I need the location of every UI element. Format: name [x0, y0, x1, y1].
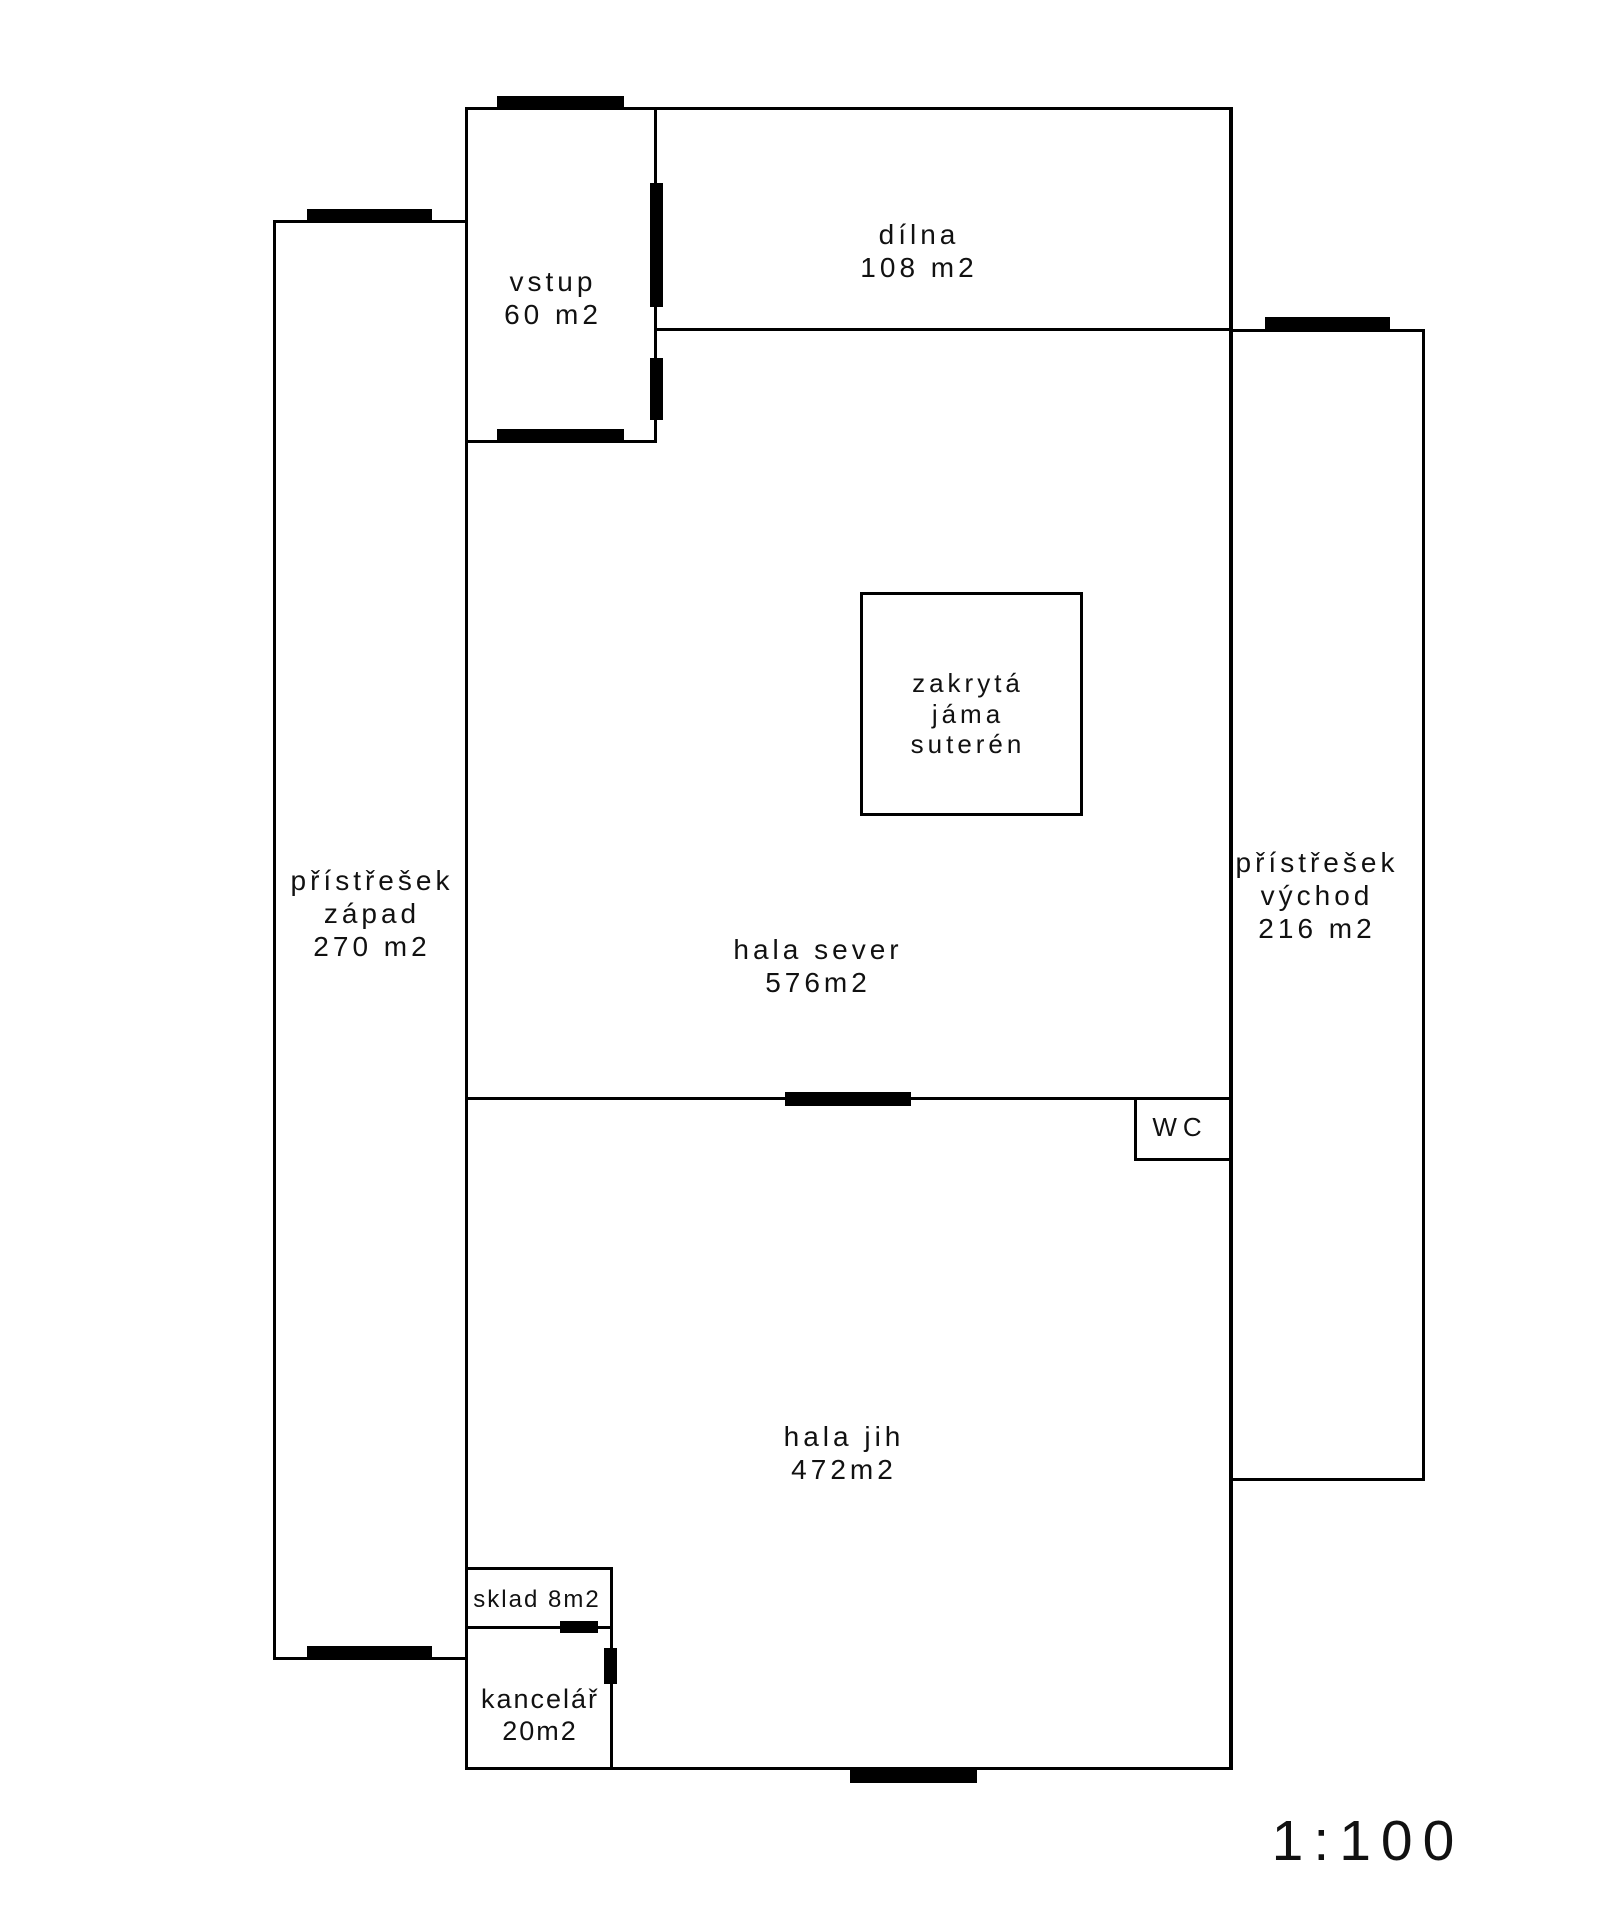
wall-main-bottom [465, 1767, 1233, 1770]
shelter-line1: přístřešek [1235, 847, 1399, 878]
shelter-line2: západ [323, 898, 421, 930]
door-main-bottom [850, 1769, 977, 1783]
door-vstup-bottom [497, 429, 624, 442]
wall-east-shelter-bottom [1229, 1478, 1425, 1481]
wall-wc-bottom [1134, 1158, 1233, 1161]
wall-main-left [465, 107, 468, 1770]
room-area: 472m2 [791, 1454, 897, 1486]
door-west-shelter-top [307, 209, 432, 222]
room-hala-sever-label: hala sever 576m2 [733, 933, 902, 999]
room-name: vstup [509, 266, 597, 297]
wall-main-right [1229, 107, 1233, 1770]
wall-east-shelter-right [1422, 329, 1425, 1481]
wall-east-shelter-top [1229, 329, 1425, 332]
room-name: dílna [878, 219, 960, 250]
room-dilna-label: dílna 108 m2 [860, 218, 977, 284]
door-vstup-hala-wall [650, 358, 663, 420]
scale-label: 1:100 [1272, 1808, 1465, 1875]
covered-pit-label: zakrytá jáma suterén [911, 668, 1026, 760]
door-sklad-bottom [560, 1621, 598, 1633]
room-sklad-label: sklad 8m2 [473, 1586, 600, 1614]
door-west-shelter-bottom [307, 1646, 432, 1659]
pit-line1: zakrytá [912, 668, 1024, 698]
shelter-east-label: přístřešek východ 216 m2 [1236, 846, 1399, 945]
shelter-line2: východ [1260, 880, 1374, 912]
room-name: kancelář [480, 1684, 600, 1714]
door-east-shelter-top [1265, 317, 1390, 330]
wall-sklad-bottom [465, 1626, 613, 1629]
room-hala-jih-label: hala jih 472m2 [784, 1420, 905, 1486]
room-name: WC [1152, 1112, 1208, 1142]
wall-west-shelter-left [273, 220, 276, 1660]
covered-pit-outline [860, 592, 1083, 816]
room-vstup-label: vstup 60 m2 [504, 265, 602, 331]
wall-wc-left [1134, 1097, 1137, 1160]
door-vstup-dilna-wall [650, 183, 663, 307]
room-area: 108 m2 [860, 252, 978, 284]
room-area: 576m2 [765, 967, 871, 999]
scale-value: 1:100 [1271, 1809, 1465, 1873]
wall-main-top [465, 107, 1233, 110]
room-area: 20m2 [502, 1715, 578, 1746]
room-area: 60 m2 [504, 299, 602, 331]
wall-dilna-bottom [654, 328, 1233, 331]
room-name: hala sever [733, 934, 903, 965]
pit-line3: suterén [910, 729, 1026, 760]
room-kancelar-label: kancelář 20m2 [481, 1684, 599, 1748]
shelter-area: 216 m2 [1258, 913, 1376, 945]
room-wc-label: WC [1152, 1112, 1207, 1143]
shelter-area: 270 m2 [313, 931, 431, 963]
room-name: sklad 8m2 [473, 1586, 601, 1613]
pit-line2: jáma [931, 698, 1005, 729]
door-kancelar-right [604, 1648, 617, 1684]
door-vstup-top [497, 96, 624, 109]
shelter-line1: přístřešek [290, 865, 454, 896]
wall-sklad-top [465, 1567, 613, 1570]
door-hala-divider [785, 1092, 911, 1106]
room-name: hala jih [783, 1421, 905, 1452]
shelter-west-label: přístřešek západ 270 m2 [291, 864, 454, 963]
